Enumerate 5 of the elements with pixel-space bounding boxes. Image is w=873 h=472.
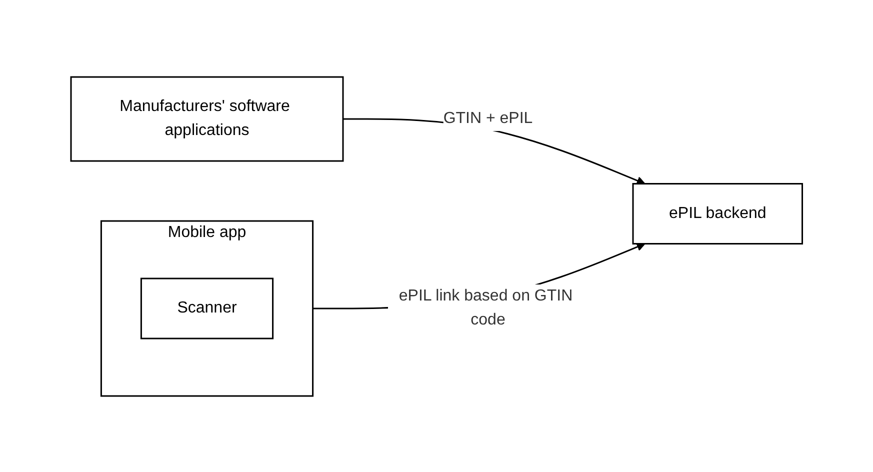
node-box: Manufacturers' software applications: [70, 76, 344, 162]
edge-label: ePIL link based on GTIN code: [398, 287, 572, 328]
edge-label: GTIN + ePIL: [443, 110, 533, 126]
node-box: Scanner: [140, 277, 274, 339]
node-box: ePIL backend: [632, 182, 803, 244]
